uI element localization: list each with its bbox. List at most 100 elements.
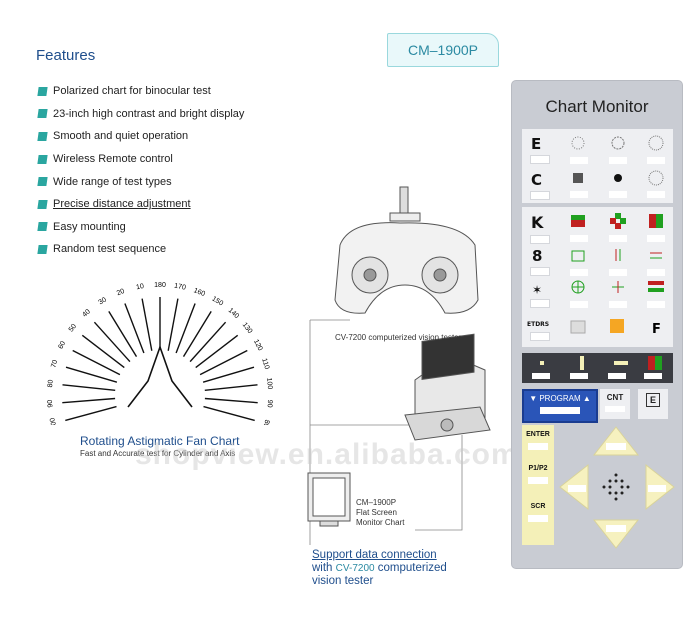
- panel-top: E C: [522, 129, 673, 203]
- fan-spoke: [199, 349, 248, 376]
- connection-diagram: [307, 186, 491, 545]
- fan-label: 30: [98, 296, 108, 306]
- top-symbol-keys[interactable]: [568, 135, 668, 201]
- remote-title: Chart Monitor: [545, 97, 649, 116]
- feature-item: 23-inch high contrast and bright display: [37, 103, 244, 126]
- fan-spoke: [65, 405, 117, 422]
- scr-button[interactable]: SCR: [530, 503, 546, 510]
- fan-label: 120: [252, 338, 264, 352]
- direction-pad: [559, 426, 675, 549]
- e-mode-button[interactable]: E: [638, 389, 668, 419]
- fan-spoke: [167, 298, 179, 351]
- fan-label: 150: [211, 295, 225, 307]
- arrow-up-slot: [606, 443, 626, 450]
- enter-button[interactable]: ENTER: [526, 431, 550, 438]
- fan-spoke: [202, 366, 255, 383]
- cnt-slot: [605, 406, 625, 412]
- fan-label: 80: [262, 419, 271, 425]
- fan-spoke: [182, 311, 212, 357]
- flat-monitor: [307, 472, 351, 527]
- feature-item: Random test sequence: [37, 238, 244, 261]
- middle-symbol-keys[interactable]: F: [568, 211, 668, 345]
- bullet-icon: [37, 154, 48, 164]
- dark-key-bar: [522, 353, 673, 383]
- svg-text:F: F: [652, 322, 661, 337]
- key-8-slot: [530, 267, 550, 276]
- cv7200-label: CV-7200 computerized vision tester: [335, 333, 462, 342]
- fan-label: 60: [57, 340, 67, 350]
- fan-label: 130: [241, 321, 254, 335]
- feature-item: Precise distance adjustment: [37, 193, 244, 216]
- center-dots-icon[interactable]: [602, 473, 630, 501]
- fan-label: 50: [68, 323, 78, 334]
- fan-label: 170: [174, 283, 187, 292]
- fan-chart-title: Rotating Astigmatic Fan Chart: [80, 434, 240, 448]
- arrow-right-slot: [648, 485, 666, 492]
- fan-spoke: [93, 321, 131, 363]
- figure-icon: ✶: [532, 283, 543, 297]
- bullet-icon: [37, 131, 48, 141]
- fan-label: 90: [266, 399, 274, 407]
- e-box-icon: E: [646, 393, 660, 407]
- program-button[interactable]: ▼ PROGRAM ▲: [522, 389, 598, 423]
- fan-label: 80: [47, 379, 55, 388]
- fan-spoke: [204, 397, 258, 404]
- cnt-button[interactable]: CNT: [600, 389, 630, 419]
- fan-spoke: [108, 311, 138, 357]
- fan-label: 180: [154, 282, 166, 289]
- fan-spoke: [65, 366, 118, 383]
- figure-slot: [530, 299, 550, 308]
- fan-chart-subtitle: Fast and Accurate test for Cylinder and …: [80, 449, 236, 458]
- fan-spoke: [189, 321, 227, 363]
- fan-spoke: [72, 349, 121, 376]
- fan-chevron: [127, 344, 193, 408]
- fan-label: 100: [265, 377, 273, 389]
- p1p2-slot: [528, 477, 548, 484]
- watermark: shopview.en.alibaba.com: [135, 438, 519, 471]
- key-k[interactable]: K: [531, 213, 544, 232]
- fan-label: 70: [50, 359, 59, 369]
- support-text: Support data connection with CV-7200 com…: [312, 549, 447, 587]
- monitor-label: CM–1900P Flat Screen Monitor Chart: [356, 498, 405, 527]
- fan-label: 40: [81, 308, 92, 318]
- feature-item: Smooth and quiet operation: [37, 125, 244, 148]
- fan-label: 110: [260, 358, 270, 371]
- feature-item: Wireless Remote control: [37, 148, 244, 171]
- key-etdrs-slot: [530, 332, 550, 341]
- fan-label: 90: [47, 399, 55, 407]
- key-e[interactable]: E: [531, 135, 542, 153]
- bullet-icon: [37, 222, 48, 232]
- bullet-icon: [37, 244, 48, 254]
- fan-label: 20: [116, 288, 126, 297]
- fan-spoke: [62, 384, 116, 391]
- p1p2-button[interactable]: P1/P2: [528, 465, 548, 472]
- fan-spoke: [204, 384, 258, 391]
- fan-spoke: [124, 303, 145, 354]
- key-8[interactable]: 8: [532, 247, 543, 265]
- fan-spoke: [203, 405, 255, 422]
- feature-item: Easy mounting: [37, 216, 244, 239]
- features-title: Features: [36, 47, 96, 64]
- key-c-slot: [530, 191, 550, 200]
- feature-item: Wide range of test types: [37, 170, 244, 193]
- chart-monitor-remote: Chart Monitor E C K 8 ✶ ETDRS: [511, 80, 683, 569]
- arrow-up-icon[interactable]: [592, 426, 640, 456]
- bullet-icon: [37, 86, 48, 96]
- phoropter-illustration: [334, 186, 479, 314]
- arrow-down-slot: [606, 525, 626, 532]
- function-column: ENTER P1/P2 SCR: [522, 425, 554, 545]
- dark-bar-keys[interactable]: [522, 353, 673, 383]
- key-c[interactable]: C: [531, 171, 543, 189]
- model-badge: CM–1900P: [387, 33, 499, 67]
- key-etdrs[interactable]: ETDRS: [527, 321, 550, 328]
- fan-spoke: [141, 298, 153, 351]
- features-list: Polarized chart for binocular test 23-in…: [37, 80, 244, 261]
- key-e-slot: [530, 155, 550, 164]
- fan-spoke: [195, 334, 239, 369]
- arrow-down-icon[interactable]: [592, 519, 640, 549]
- key-k-slot: [530, 235, 550, 244]
- arrow-left-slot: [568, 485, 586, 492]
- fan-spoke: [175, 303, 196, 354]
- fan-label: 160: [193, 287, 207, 298]
